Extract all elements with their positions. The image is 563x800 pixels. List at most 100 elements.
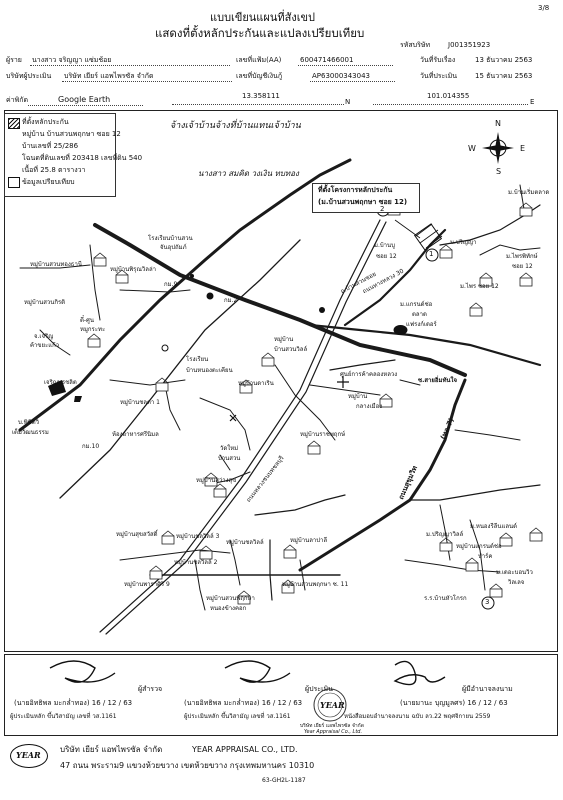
- compass-w: W: [468, 144, 476, 153]
- label-restaurant: ห้องอาหารศรีนิมล: [112, 431, 159, 438]
- site-number-2: 2: [380, 205, 385, 213]
- label-ban-prinyawill: ม.ปริญญาวิลล์: [426, 531, 464, 538]
- compass-n: N: [495, 119, 501, 128]
- label-v-kaewsuk2: กลางเมือง: [356, 403, 383, 410]
- label-v-grand-park: หมู่บ้านแกรนด์ช่อ: [456, 543, 502, 550]
- latitude-dir: N: [345, 98, 351, 106]
- label-ban-paichet: ม.ไพรพิทักษ์: [506, 253, 538, 260]
- footer-company-th: บริษัท เยียร์ แอพไพรซัล จำกัด: [60, 745, 163, 754]
- collateral-site-marker: [376, 203, 495, 610]
- appraise-date: 15 ธันวาคม 2563: [475, 72, 533, 80]
- latitude-value: 13.358111: [242, 92, 280, 100]
- label-jcharoen: จ.เจริญ: [34, 333, 54, 340]
- label-v-pruksa: ม.บ้านบู: [374, 242, 395, 249]
- label-v-chonlada: หมู่บ้านชลดา 1: [120, 399, 160, 406]
- label-v-chonlada3: หมู่บ้านชลวิลล์ 3: [176, 533, 220, 540]
- label-ban-chaipruek: ร.ร.บ้านหัวโกรก: [424, 595, 467, 602]
- company-stamp: YEAR: [320, 700, 345, 710]
- label-ban-puttachat: ม.ปริญญา: [450, 239, 477, 246]
- label-v-suksawat: หมู่บ้านสุขสวัสดิ์: [116, 531, 158, 538]
- form-title: แบบเขียนแผนที่สังเขป: [210, 11, 315, 24]
- label-v-maneesri: หมู่บ้านพาราศิริ 9: [124, 581, 170, 588]
- authority-name: (นายมานะ บุญมูลศร) 16 / 12 / 63: [400, 699, 508, 707]
- label-v-phirun: หมู่บ้านพิรุณวิลล่า: [110, 266, 157, 273]
- appraiser-label: บริษัทผู้ประเมิน: [6, 72, 52, 80]
- label-jcharoen2: ค้าขยะแก้ว: [30, 342, 60, 349]
- reviewer-name: (นายอิทธิพล มะกล่ำทอง) 16 / 12 / 63: [184, 699, 303, 707]
- footer-logo-text: YEAR: [16, 750, 41, 760]
- appraiser-name: บริษัท เยียร์ แอพไพรซัล จำกัด: [64, 72, 154, 80]
- label-km10: กม.10: [82, 443, 100, 450]
- callout-sub: (ม.บ้านสวนพฤกษา ซอย 12): [318, 198, 408, 206]
- footer-company-en: YEAR APPRAISAL CO., LTD.: [192, 745, 298, 754]
- appraise-date-label: วันที่ประเมิน: [420, 72, 458, 80]
- label-v-chonlada2: หมู่บ้านชลวิลล์ 2: [174, 559, 218, 566]
- label-ban-bonvilla2: วิลเลจ: [508, 579, 525, 586]
- label-school-bansuan2: บ้านหนองตะเคียน: [186, 367, 233, 374]
- compass-e: E: [520, 144, 526, 153]
- label-somboon: ตี๋-ศูน: [80, 317, 94, 324]
- label-v-kaew: หมู่บ้านดาเริน: [238, 380, 274, 387]
- label-v-suankiri: หมู่บ้านสวนกิรติ: [24, 299, 66, 306]
- label-v-suanpruksa-b2: หนองข้างคอก: [210, 605, 247, 612]
- legend-box: [4, 113, 116, 197]
- map-frame: [4, 110, 558, 652]
- footer-address: 47 ถนน พระราม9 แขวงห้วยขวาง เขตห้วยขวาง …: [60, 761, 315, 770]
- label-v-palapadee: หมู่บ้านลาปาลี: [290, 537, 328, 544]
- label-v-rachapruk: หมู่บ้านราชพฤกษ์: [300, 431, 346, 438]
- borrower-name: นางสาว จริญญา แซ่มช้อย: [32, 56, 112, 64]
- legend-house-no: บ้านเลขที่ 25/286: [22, 142, 79, 150]
- footer-logo: [10, 744, 48, 768]
- form-subtitle: แสดงที่ตั้งหลักประกันและแปลงเปรียบเทียบ: [155, 26, 365, 40]
- label-somboon2: หมูกระทะ: [80, 326, 106, 333]
- legend-area: เนื้อที่ 25.8 ตารางวา: [22, 166, 86, 174]
- receive-date: 13 ธันวาคม 2563: [475, 56, 533, 64]
- label-v-sawangsuk: หมู่บ้านสว่างสุข: [196, 477, 237, 484]
- label-v-suanpruksa11: หมู่บ้านสวนพฤกษา ซ. 11: [282, 581, 349, 588]
- label-ban-bonvilla: ม.เดอะบอนวิว: [496, 569, 533, 576]
- coord-source-label: ค่าพิกัด: [6, 96, 29, 104]
- label-v-suanthong: หมู่บ้านสวนทองธานี: [30, 261, 82, 268]
- receive-date-label: วันที่รับเรื่อง: [420, 56, 456, 64]
- label-ban-baengsuan: ม.บ้านเริ่มตลาด: [508, 189, 550, 196]
- reviewer-label: ผู้ประเมิน: [305, 685, 333, 693]
- collateral-legend-icon: [8, 118, 20, 129]
- handwritten-note: จ้างเจ้าบ้านจ้างที่บ้านแทนเจ้าบ้าน: [170, 121, 301, 131]
- account-no: AP63000343043: [312, 72, 370, 80]
- company-code-label: รหัสบริษัท: [400, 41, 431, 49]
- compare-legend-icon: [8, 177, 20, 188]
- compass-rose: [482, 132, 514, 164]
- reviewer-position: ผู้ประเมินหลัก ขึ้นวิสามัญ เลขที่ วส.116…: [184, 713, 291, 720]
- label-market-cheap: ตลาด: [412, 311, 427, 318]
- account-no-label: เลขที่บัญชีเงินกู้: [236, 72, 283, 80]
- label-school-bansuan: โรงเรียน: [186, 356, 209, 363]
- label-ban-pitsanu2: เต็มวัฒนธรรม: [12, 429, 49, 436]
- legend-deed: โฉนดที่ดินเลขที่ 203418 เลขที่ดิน 540: [22, 154, 143, 162]
- handwritten-owner: นางสาว สมคิด วงเงิน ทบทอง: [198, 169, 299, 178]
- authority-position: หนังสือมอบอำนาจลงนาม ฉบับ ลว.22 พฤศจิกาย…: [344, 713, 491, 720]
- stamp-caption-en: Year Appraisal Co., Ltd.: [304, 729, 363, 735]
- label-v-baansuan2: บ้านสวนวิลล์: [274, 346, 308, 353]
- project-callout: [312, 183, 420, 213]
- label-v-suanpruksa-b: หมู่บ้านสวนพฤกษา: [206, 595, 255, 602]
- legend-compare-label: ข้อมูลเปรียบเทียบ: [22, 178, 75, 186]
- authority-label: ผู้มีอำนาจลงนาม: [462, 685, 513, 693]
- legend-village: หมู่บ้าน บ้านสวนพฤกษา ซอย 12: [22, 130, 121, 138]
- legend-collateral-label: ที่ตั้งหลักประกัน: [22, 118, 69, 126]
- site-number-3: 3: [485, 598, 490, 606]
- file-no-label: เลขที่แฟ้ม(AA): [236, 56, 282, 64]
- label-sai-ichthai: ซ.สายอิ่มทันใจ: [418, 377, 457, 384]
- borrower-label: ผู้ราย: [6, 56, 22, 64]
- longitude-dir: E: [530, 98, 535, 106]
- callout-title: ที่ตั้งโครงการหลักประกัน: [318, 186, 393, 194]
- label-school: โรงเรียนบ้านสวน: [148, 235, 193, 242]
- page-number: 3/8: [538, 4, 550, 12]
- label-v-baansuan: หมู่บ้าน: [274, 336, 294, 343]
- label-v-kaewsuk: หมู่บ้าน: [348, 393, 368, 400]
- label-market-pritsana: เจริญพรชลิต: [44, 379, 77, 386]
- footer-form-code: 63-GH2L-1187: [262, 777, 306, 784]
- label-market-cheap2: แฟรงก์เดอร์: [406, 321, 437, 328]
- label-ban-homeland: ม.หนองรีลีนแลนด์: [470, 523, 517, 530]
